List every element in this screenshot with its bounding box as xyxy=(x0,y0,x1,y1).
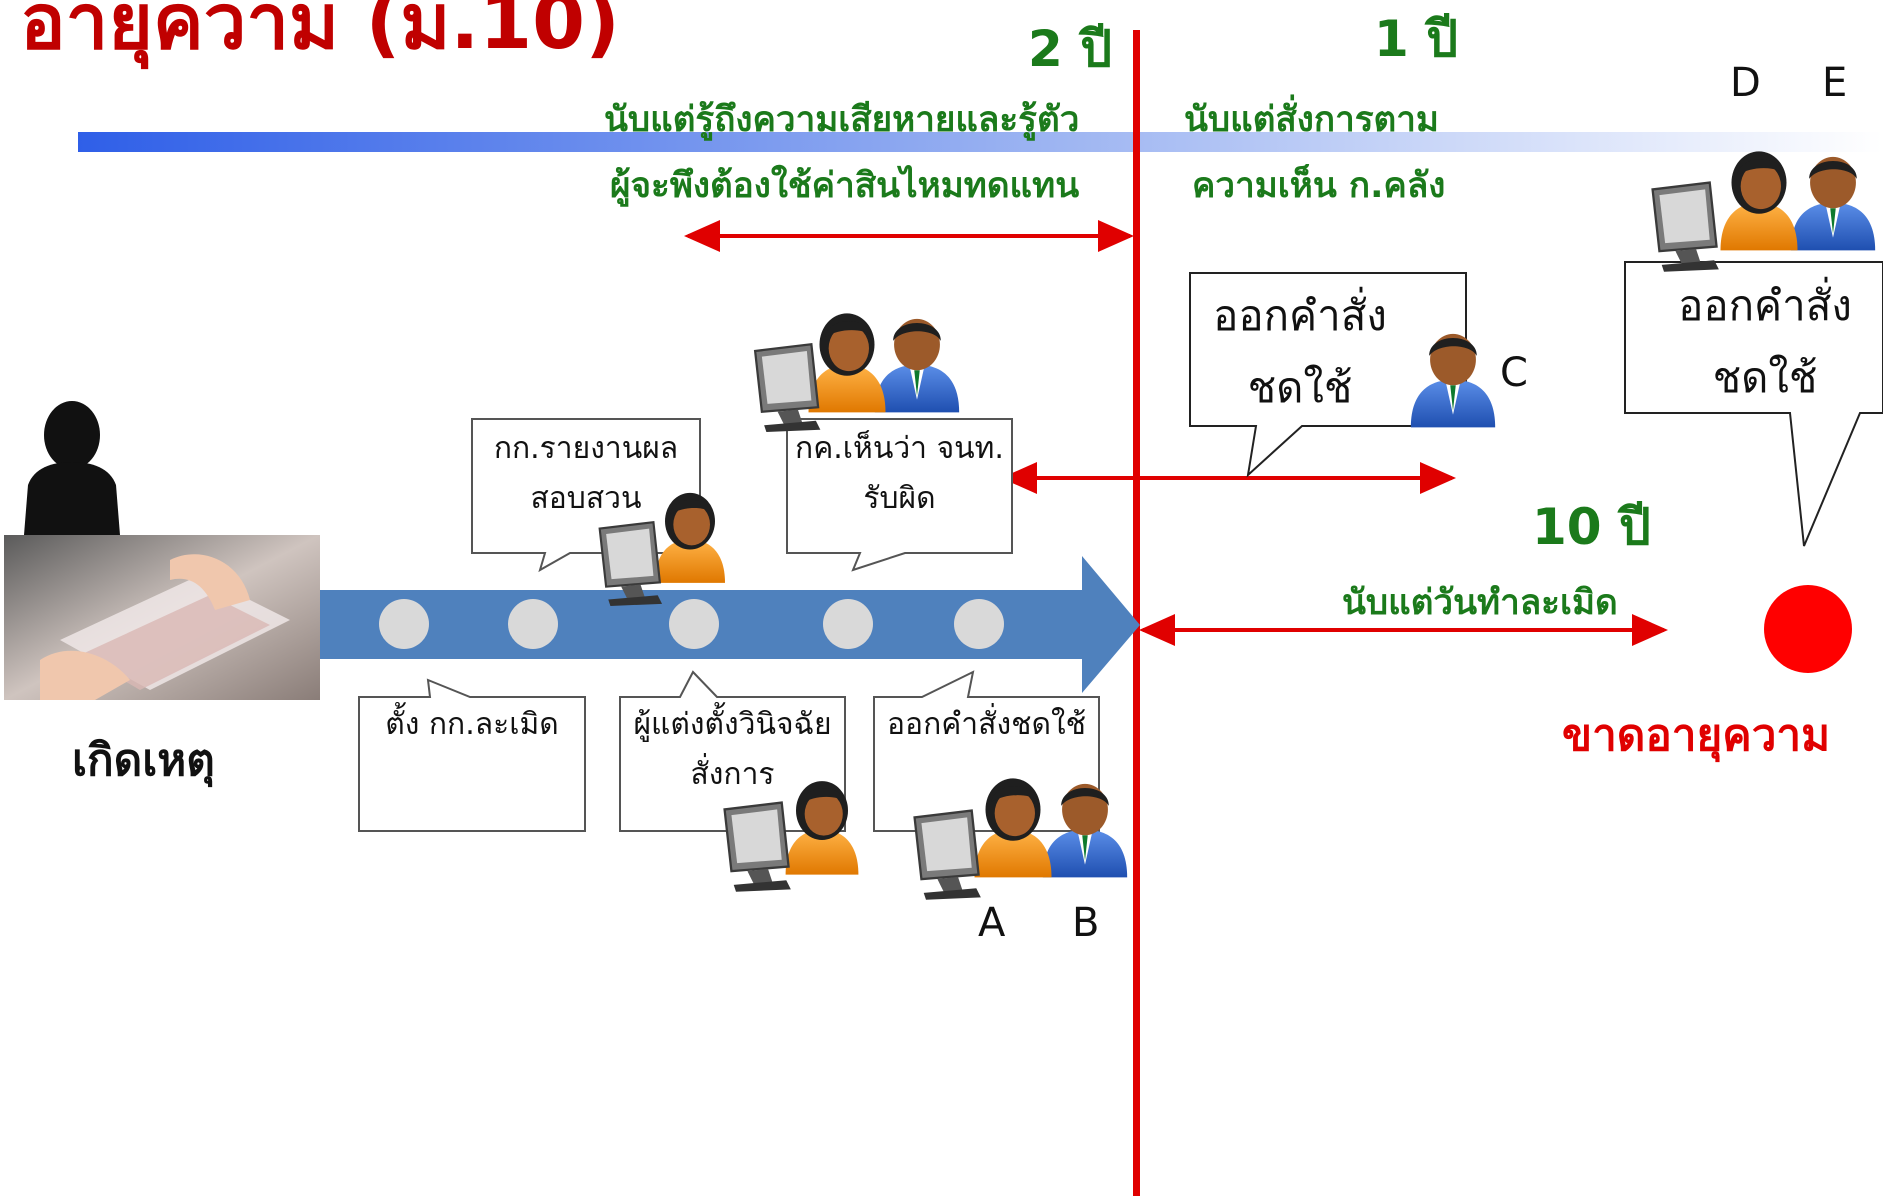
callout-line: สอบสวน xyxy=(530,481,642,516)
two-year-label: 2 ปี xyxy=(1028,20,1112,78)
callout-bubble-bottom-3 xyxy=(873,670,1100,832)
milestone-dot xyxy=(954,599,1004,649)
expiry-label: ขาดอายุความ xyxy=(1562,710,1831,761)
callout-top-2-text: กค.เห็นว่า จนท. รับผิด xyxy=(787,424,1012,524)
officer-pair-de-icon xyxy=(1651,151,1876,272)
callout-bubble-bottom-1 xyxy=(358,678,586,832)
two-year-condition-line2: ผู้จะพึงต้องใช้ค่าสินไหมทดแทน xyxy=(610,166,1080,206)
callout-line: สั่งการ xyxy=(690,757,775,792)
letter-a: A xyxy=(978,900,1006,946)
callout-bubble-de xyxy=(1624,261,1883,547)
callout-line: ออกคำสั่ง xyxy=(1213,291,1387,340)
person-silhouette-icon xyxy=(24,401,120,535)
one-year-condition-line1: นับแต่สั่งการตาม xyxy=(1184,100,1439,140)
expiry-dot xyxy=(1764,585,1852,673)
callout-line: รับผิด xyxy=(863,481,936,516)
main-timeline-arrow xyxy=(318,556,1140,693)
money-exchange-image xyxy=(4,535,320,700)
callout-top-1-text: กก.รายงานผล สอบสวน xyxy=(472,424,700,524)
ten-year-condition: นับแต่วันทำละเมิด xyxy=(1342,583,1618,623)
callout-line: ชดใช้ xyxy=(1712,353,1818,402)
letter-d: D xyxy=(1730,60,1761,106)
callout-line: กค.เห็นว่า จนท. xyxy=(795,431,1004,466)
callout-bubble-c xyxy=(1189,272,1467,478)
one-year-label: 1 ปี xyxy=(1374,10,1458,68)
callout-bottom-1-text: ตั้ง กก.ละเมิด xyxy=(359,700,585,750)
callout-line: ออกคำสั่งชดใช้ xyxy=(887,707,1086,742)
callout-line: ชดใช้ xyxy=(1247,363,1353,412)
letter-c: C xyxy=(1500,350,1528,396)
one-year-condition-line2: ความเห็น ก.คลัง xyxy=(1192,166,1446,206)
letter-b: B xyxy=(1072,900,1100,946)
callout-line: กก.รายงานผล xyxy=(493,431,679,466)
incident-label: เกิดเหตุ xyxy=(72,735,215,786)
letter-e: E xyxy=(1822,60,1848,106)
top-timeline-band xyxy=(78,132,1883,152)
callout-line: ออกคำสั่ง xyxy=(1678,281,1852,330)
callout-bubble-top-2 xyxy=(786,418,1013,572)
page-title: อายุความ (ม.10) xyxy=(20,0,620,66)
callout-line: ผู้แต่งตั้งวินิจฉัย xyxy=(633,707,832,742)
deadline-vertical-line xyxy=(1133,30,1140,1196)
milestone-dot xyxy=(379,599,429,649)
milestone-dot xyxy=(508,599,558,649)
callout-bubble-bottom-2 xyxy=(619,670,846,832)
callout-de-text: ออกคำสั่ง ชดใช้ xyxy=(1650,270,1880,414)
milestone-dot xyxy=(669,599,719,649)
two-year-condition-line1: นับแต่รู้ถึงความเสียหายและรู้ตัว xyxy=(604,100,1080,140)
milestone-dot xyxy=(823,599,873,649)
officer-pair-icon xyxy=(753,313,960,432)
callout-bottom-2-text: ผู้แต่งตั้งวินิจฉัย สั่งการ xyxy=(620,700,845,800)
ten-year-label: 10 ปี xyxy=(1532,498,1651,556)
callout-c-text: ออกคำสั่ง ชดใช้ xyxy=(1200,280,1400,424)
callout-bottom-3-text: ออกคำสั่งชดใช้ xyxy=(874,700,1099,750)
callout-line: ตั้ง กก.ละเมิด xyxy=(385,707,559,742)
